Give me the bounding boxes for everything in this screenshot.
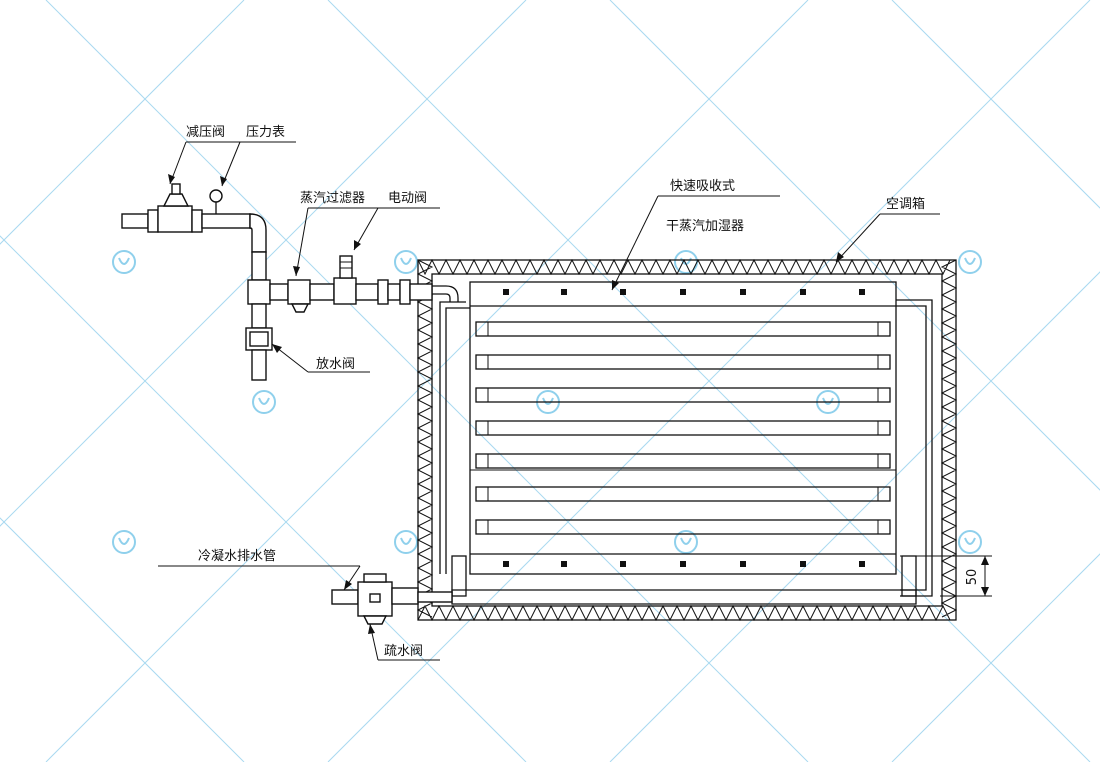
tube-7 <box>475 519 891 535</box>
watermark-line <box>609 0 1100 491</box>
header-dot <box>503 561 509 567</box>
header-dot <box>503 289 509 295</box>
label-humidifier-line1: 快速吸收式 <box>670 179 735 194</box>
watermark-logo-icon <box>112 530 136 554</box>
header-dot <box>859 289 865 295</box>
label-condensate-pipe: 冷凝水排水管 <box>198 548 276 564</box>
tube-4 <box>475 420 891 436</box>
header-dot <box>859 561 865 567</box>
watermark-logo-icon <box>674 530 698 554</box>
tube-3 <box>475 387 891 403</box>
watermark-logo-icon <box>252 390 276 414</box>
watermark-line <box>0 0 527 527</box>
steam-filter <box>287 279 335 313</box>
header-dot <box>800 561 806 567</box>
label-electric-valve: 电动阀 <box>388 191 427 206</box>
humidifier-frame <box>469 281 897 575</box>
left-drain-leg <box>451 555 467 597</box>
air-box-outer <box>417 259 957 621</box>
watermark-line <box>0 0 245 245</box>
tube-1 <box>475 321 891 337</box>
label-steam-filter: 蒸汽过滤器 <box>300 191 365 206</box>
tube-5 <box>475 453 891 469</box>
drain-valve <box>245 327 273 351</box>
label-humidifier-line2: 干蒸汽加湿器 <box>666 219 744 234</box>
watermark-logo-icon <box>958 250 982 274</box>
insulation-zigzag <box>416 258 958 622</box>
watermark-line <box>0 517 245 763</box>
pressure-gauge <box>209 189 223 214</box>
watermark-line <box>0 235 527 763</box>
watermark-logo-icon <box>112 250 136 274</box>
label-pressure-reducing-valve: 减压阀 <box>186 125 225 140</box>
watermark-line <box>891 553 1100 763</box>
header-dot <box>740 561 746 567</box>
left-manifold-inner <box>445 307 470 574</box>
header-dot <box>680 289 686 295</box>
left-manifold <box>439 301 466 574</box>
dimension-50: 50 <box>900 555 992 597</box>
electric-valve <box>333 255 357 305</box>
label-pressure-gauge: 压力表 <box>246 125 285 140</box>
dimension-label: 50 <box>965 569 980 586</box>
air-box-inner <box>431 273 943 607</box>
tube-6 <box>475 486 891 502</box>
leader-lines <box>158 141 940 661</box>
distribution-tubes <box>475 321 891 535</box>
watermark-line <box>609 271 1100 763</box>
steam-inlet-bend <box>432 285 459 302</box>
watermark-line <box>327 0 1091 763</box>
watermark-logo-icon <box>958 530 982 554</box>
watermark-logo-icon <box>394 250 418 274</box>
header-dots <box>503 289 865 567</box>
watermark-logo-icon <box>394 530 418 554</box>
header-dot <box>740 289 746 295</box>
label-drain-valve: 放水阀 <box>316 357 355 372</box>
condensate-piping <box>331 573 453 625</box>
pressure-reducing-valve <box>157 183 203 233</box>
label-trap-valve: 疏水阀 <box>384 644 423 659</box>
header-dot <box>620 561 626 567</box>
header-dot <box>800 289 806 295</box>
header-dot <box>561 561 567 567</box>
label-air-box: 空调箱 <box>886 196 925 212</box>
header-dot <box>620 289 626 295</box>
header-dot <box>680 561 686 567</box>
right-manifold-inner <box>896 305 927 591</box>
watermark-line <box>891 0 1100 209</box>
zigzag-path <box>416 258 958 622</box>
steam-supply-piping <box>121 183 433 381</box>
trap-valve <box>357 573 393 625</box>
humidifier <box>432 281 933 605</box>
tube-2 <box>475 354 891 370</box>
labels: 减压阀 压力表 蒸汽过滤器 电动阀 放水阀 冷凝水排水管 疏水阀 快速吸收式 干… <box>186 125 925 659</box>
header-dot <box>561 289 567 295</box>
air-box <box>416 258 958 622</box>
condensate-header <box>451 589 917 605</box>
